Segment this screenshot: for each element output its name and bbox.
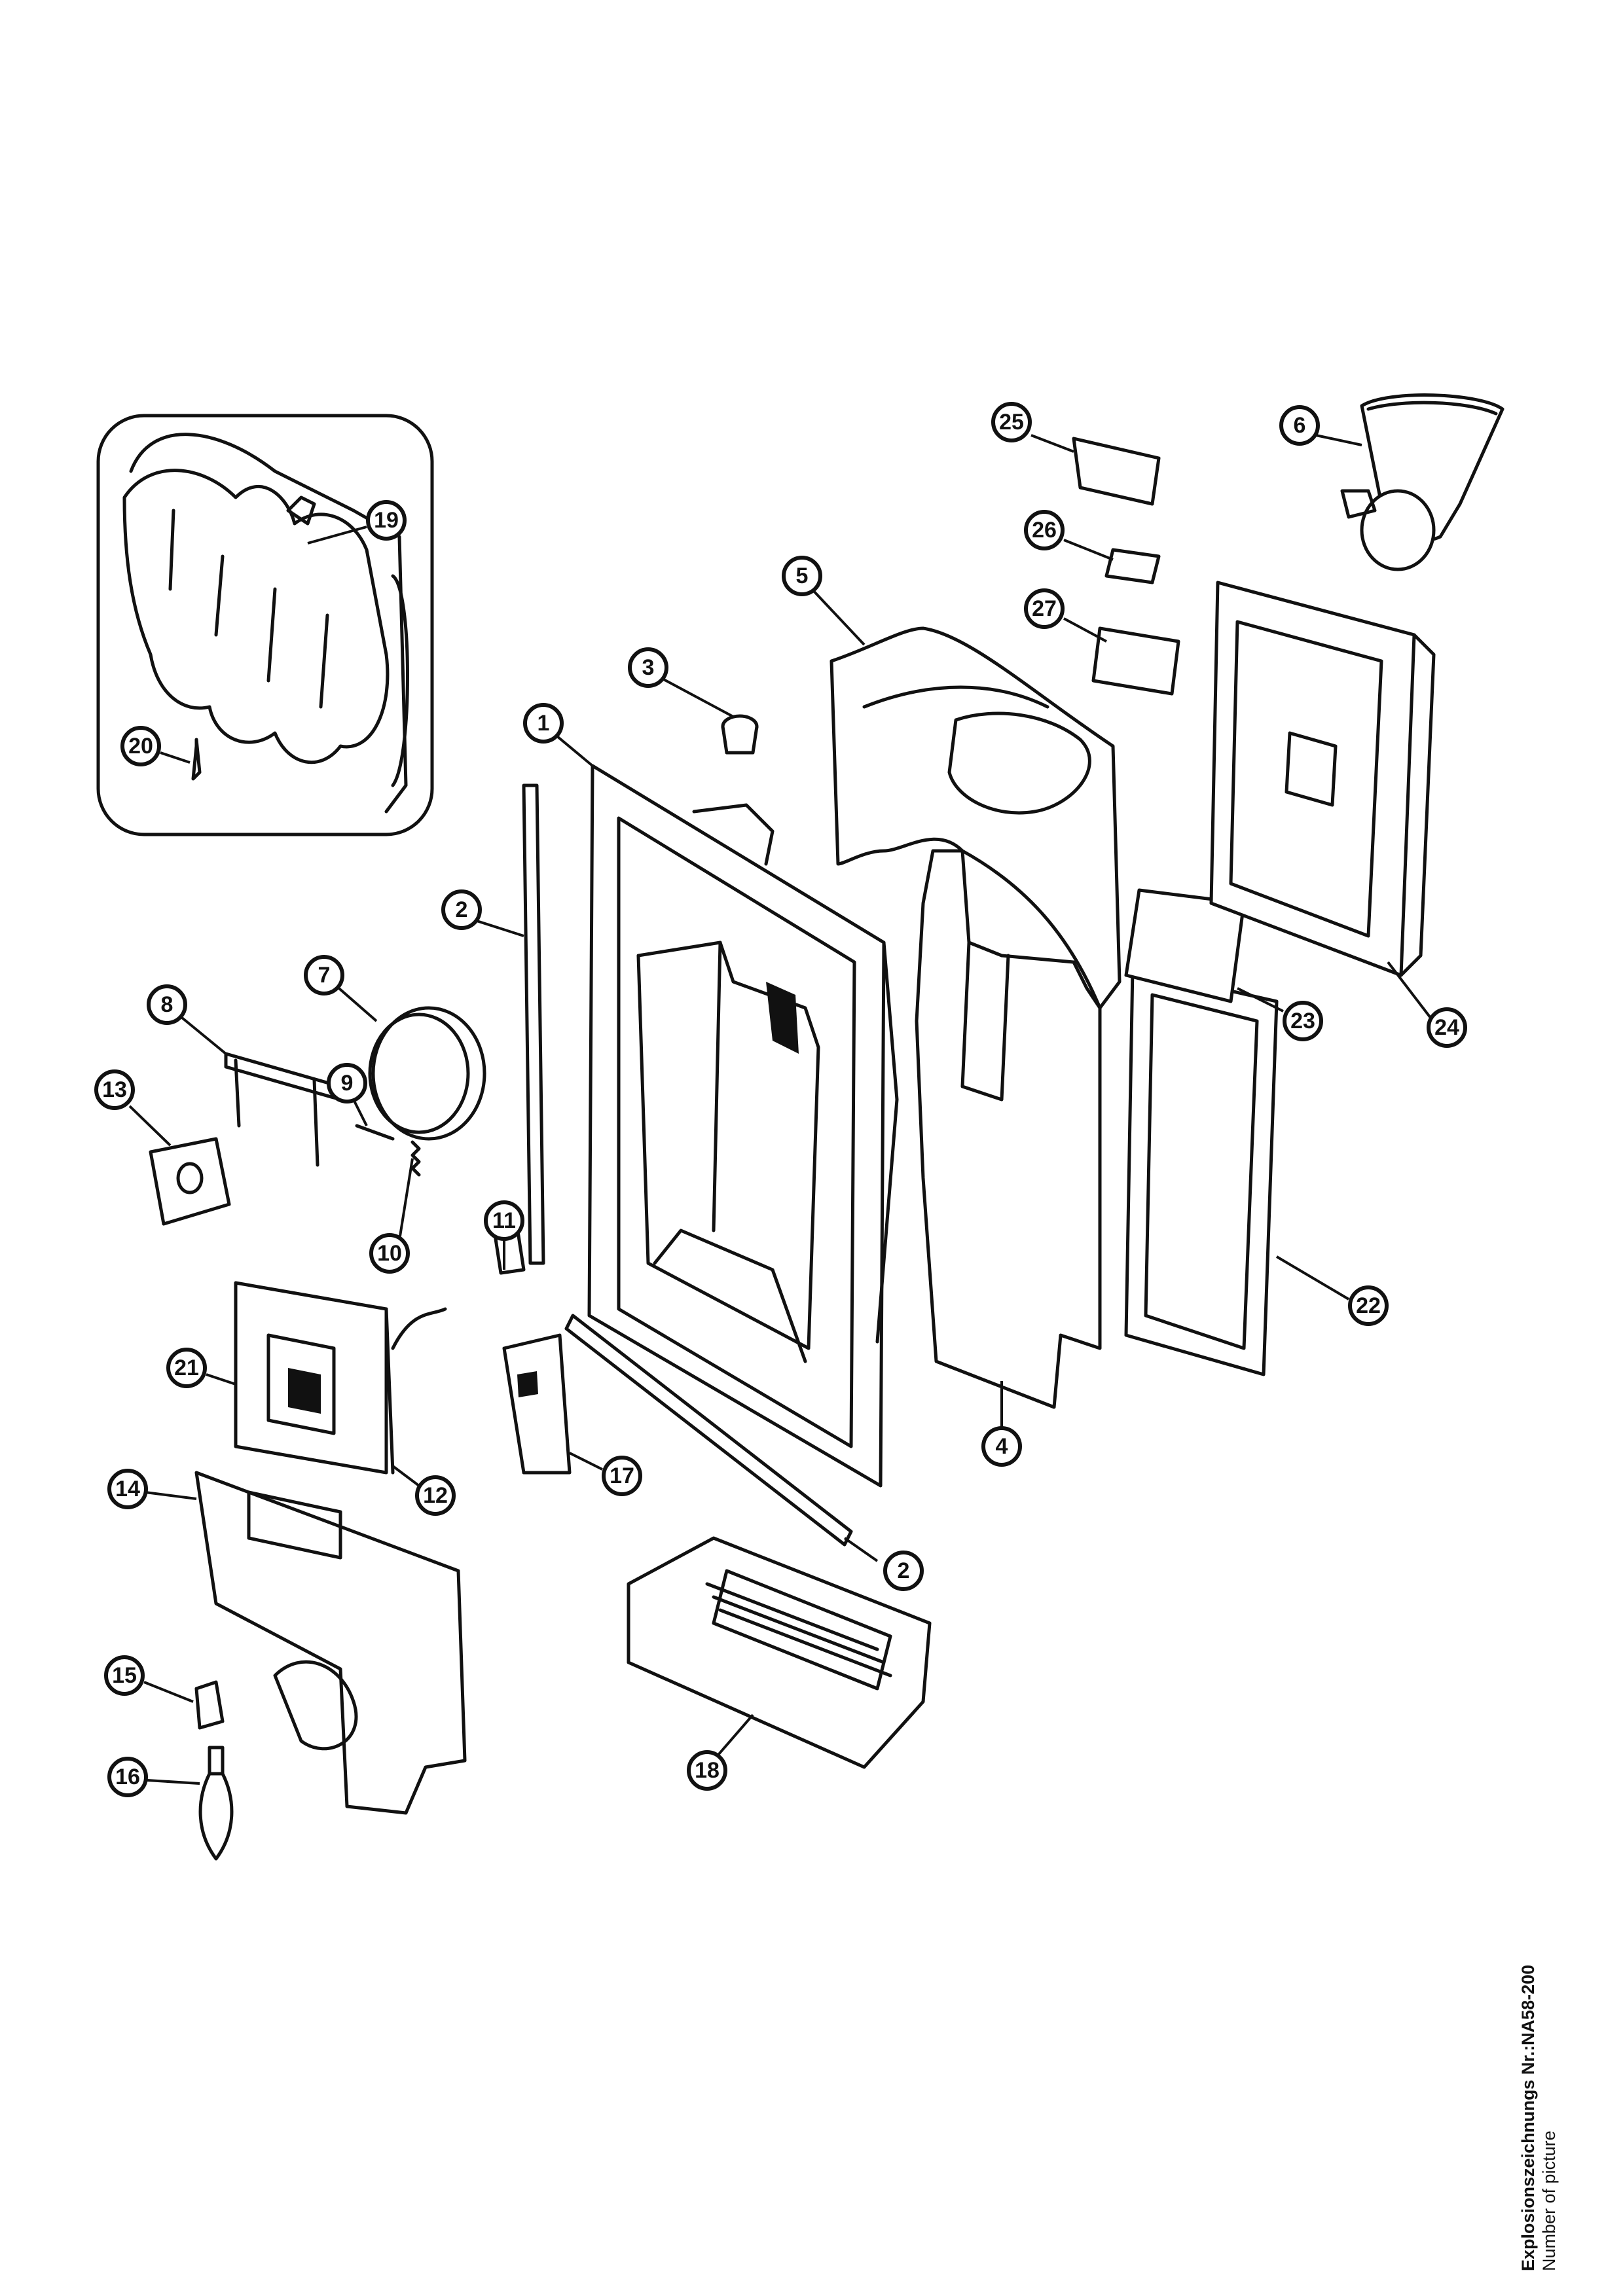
- callout-22: 22: [1348, 1285, 1389, 1326]
- callout-10: 10: [369, 1233, 410, 1274]
- part-9-10-spring-pin: [355, 1124, 421, 1177]
- part-17-actuator-paddle: [502, 1333, 572, 1475]
- svg-text:21: 21: [174, 1355, 199, 1380]
- svg-text:2: 2: [898, 1558, 910, 1583]
- callout-2: 2: [883, 1551, 924, 1591]
- part-12-21-control-panel: [234, 1281, 447, 1475]
- svg-text:8: 8: [161, 992, 173, 1017]
- svg-text:20: 20: [128, 734, 153, 759]
- svg-text:3: 3: [642, 655, 655, 680]
- part-27-clip: [1091, 626, 1180, 696]
- part-23-flap: [1124, 888, 1246, 1003]
- callout-3: 3: [628, 647, 668, 688]
- svg-text:4: 4: [996, 1434, 1008, 1459]
- part-25-bracket: [1072, 437, 1161, 506]
- part-15-lamp-socket: [194, 1680, 225, 1730]
- svg-text:13: 13: [102, 1077, 127, 1102]
- svg-text:22: 22: [1356, 1293, 1381, 1318]
- part-5-top-insulation: [830, 626, 1122, 1010]
- part-2-trim-strips: [522, 783, 853, 1547]
- callout-26: 26: [1024, 510, 1065, 550]
- part-13-solenoid: [149, 1137, 231, 1226]
- callout-6: 6: [1279, 405, 1320, 446]
- part-4-insulation-panel: [915, 849, 1102, 1409]
- callout-14: 14: [107, 1469, 148, 1509]
- part-6-ice-chute: [1340, 393, 1504, 571]
- svg-text:27: 27: [1032, 596, 1057, 621]
- caption-subtitle: Number of picture: [1539, 2130, 1559, 2271]
- svg-text:14: 14: [115, 1477, 140, 1501]
- svg-text:26: 26: [1032, 518, 1057, 543]
- callout-8: 8: [147, 984, 187, 1025]
- svg-text:7: 7: [318, 963, 331, 988]
- callout-2: 2: [441, 889, 482, 930]
- part-3-plug: [721, 714, 759, 755]
- inset-evaporator: [96, 414, 434, 836]
- callout-1: 1: [523, 703, 564, 744]
- part-14-mechanism: [194, 1471, 467, 1815]
- callout-23: 23: [1283, 1001, 1323, 1041]
- part-16-bulb: [198, 1746, 234, 1861]
- callout-24: 24: [1427, 1007, 1467, 1048]
- svg-text:17: 17: [610, 1463, 634, 1488]
- callout-17: 17: [602, 1456, 642, 1496]
- callout-16: 16: [107, 1757, 148, 1797]
- svg-text:6: 6: [1294, 413, 1306, 438]
- part-1-dispenser-housing: [587, 764, 899, 1488]
- caption-title: Explosionszeichnungs Nr.:NA58-200: [1518, 1964, 1538, 2271]
- svg-text:11: 11: [492, 1208, 516, 1233]
- svg-text:19: 19: [374, 508, 399, 533]
- callout-9: 9: [327, 1063, 367, 1103]
- callout-4: 4: [981, 1426, 1022, 1467]
- svg-text:1: 1: [538, 711, 550, 736]
- part-24-dispenser-cover: [1209, 581, 1436, 977]
- svg-text:25: 25: [999, 410, 1024, 435]
- callout-19: 19: [366, 500, 407, 541]
- callout-15: 15: [104, 1655, 145, 1696]
- svg-text:23: 23: [1290, 1009, 1315, 1033]
- callout-20: 20: [120, 726, 161, 766]
- svg-text:24: 24: [1434, 1015, 1459, 1040]
- callout-18: 18: [687, 1750, 727, 1791]
- callout-12: 12: [415, 1475, 456, 1516]
- svg-text:18: 18: [695, 1758, 720, 1783]
- callout-11: 11: [484, 1200, 524, 1241]
- part-26-pad: [1104, 548, 1161, 584]
- svg-text:9: 9: [341, 1071, 354, 1096]
- leader-lines: [128, 434, 1432, 1785]
- callout-21: 21: [166, 1348, 207, 1388]
- svg-text:15: 15: [112, 1663, 137, 1688]
- part-7-round-cover: [368, 1006, 486, 1141]
- callout-5: 5: [782, 556, 822, 596]
- svg-text:5: 5: [796, 564, 809, 588]
- callout-13: 13: [94, 1069, 135, 1110]
- callout-27: 27: [1024, 588, 1065, 629]
- figure-caption: Explosionszeichnungs Nr.:NA58-200 Number…: [1518, 1965, 1560, 2271]
- svg-text:2: 2: [456, 897, 468, 922]
- callout-7: 7: [304, 955, 344, 996]
- part-8-actuator-arm: [224, 1052, 342, 1167]
- part-22-frame-gasket: [1124, 967, 1279, 1376]
- svg-text:10: 10: [377, 1241, 402, 1266]
- callout-25: 25: [991, 402, 1032, 442]
- svg-text:16: 16: [115, 1765, 140, 1789]
- svg-text:12: 12: [423, 1483, 448, 1508]
- part-18-drip-tray: [627, 1536, 932, 1769]
